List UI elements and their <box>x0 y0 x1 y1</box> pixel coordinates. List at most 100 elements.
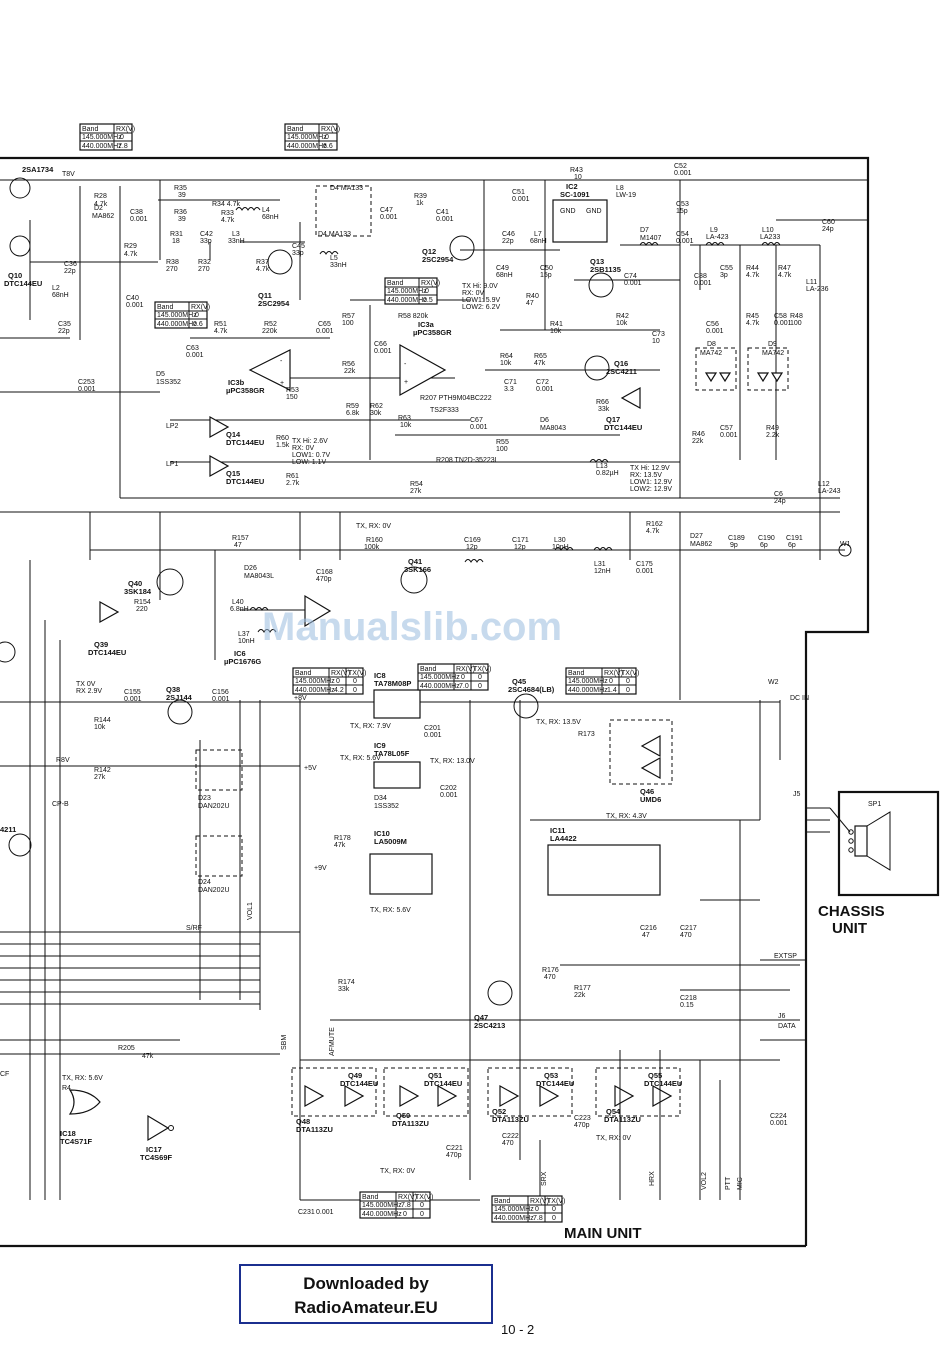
svg-text:3.3: 3.3 <box>504 386 514 393</box>
svg-text:RX(V): RX(V) <box>321 126 340 133</box>
ic8-part: TA78M08P <box>374 679 411 688</box>
svg-text:C67: C67 <box>470 417 483 424</box>
svg-text:Band: Band <box>568 670 584 677</box>
svg-text:DTA113ZU: DTA113ZU <box>604 1115 641 1124</box>
ic3a-opamp: - + IC3a µPC358GR <box>399 320 452 397</box>
ic18-part: TC4S71F <box>60 1137 93 1146</box>
svg-text:AFMUTE: AFMUTE <box>329 1027 336 1056</box>
svg-text:145.000MHz: 145.000MHz <box>295 678 335 685</box>
svg-text:D7: D7 <box>640 227 649 234</box>
svg-text:R176: R176 <box>542 967 559 974</box>
svg-text:7.8: 7.8 <box>118 143 128 150</box>
svg-text:R35: R35 <box>174 185 187 192</box>
svg-text:C42: C42 <box>200 231 213 238</box>
svg-text:R41: R41 <box>550 321 563 328</box>
svg-text:0.15: 0.15 <box>680 1002 694 1009</box>
svg-text:10k: 10k <box>550 328 562 335</box>
svg-text:7.8: 7.8 <box>533 1215 543 1222</box>
svg-text:2.2k: 2.2k <box>766 432 780 439</box>
svg-text:47k: 47k <box>334 842 346 849</box>
ic11-label: IC11 <box>550 826 565 835</box>
svg-text:4.7k: 4.7k <box>778 272 792 279</box>
svg-text:L31: L31 <box>594 561 606 568</box>
svg-text:Band: Band <box>157 304 173 311</box>
svg-text:1.5k: 1.5k <box>276 442 290 449</box>
svg-text:D27: D27 <box>690 533 703 540</box>
svg-text:2.7k: 2.7k <box>286 480 300 487</box>
svg-text:Q39: Q39 <box>94 640 108 649</box>
svg-text:C171: C171 <box>512 537 529 544</box>
svg-text:Q51: Q51 <box>428 1071 442 1080</box>
svg-text:R64: R64 <box>500 353 513 360</box>
svg-text:0: 0 <box>420 1211 424 1218</box>
svg-text:Q52: Q52 <box>492 1107 506 1116</box>
svg-text:0.001: 0.001 <box>676 238 694 245</box>
svg-text:100: 100 <box>342 320 354 327</box>
svg-text:R29: R29 <box>124 243 137 250</box>
svg-text:R142: R142 <box>94 767 111 774</box>
svg-text:Q10: Q10 <box>8 271 22 280</box>
svg-text:Q48: Q48 <box>296 1117 310 1126</box>
ic9-part: TA78L05F <box>374 749 410 758</box>
svg-text:J5: J5 <box>793 791 801 798</box>
svg-text:Q50: Q50 <box>396 1111 410 1120</box>
svg-text:220k: 220k <box>262 328 278 335</box>
svg-text:RX(V): RX(V) <box>530 1198 549 1205</box>
svg-text:DTC144EU: DTC144EU <box>226 477 264 486</box>
svg-text:47: 47 <box>642 932 650 939</box>
ic3a-part: µPC358GR <box>413 328 452 337</box>
svg-text:TX Hi: 2.6V: TX Hi: 2.6V <box>292 438 328 445</box>
svg-text:R43: R43 <box>570 167 583 174</box>
svg-text:D8: D8 <box>707 341 716 348</box>
svg-text:0: 0 <box>325 134 329 141</box>
svg-text:270: 270 <box>166 266 178 273</box>
svg-text:TX, RX: 5.6V: TX, RX: 5.6V <box>340 755 381 762</box>
svg-text:R34 4.7k: R34 4.7k <box>212 201 241 208</box>
svg-text:L40: L40 <box>232 599 244 606</box>
svg-text:R208 TN2D-35223L: R208 TN2D-35223L <box>436 457 499 464</box>
svg-text:-: - <box>280 358 283 365</box>
svg-text:C169: C169 <box>464 537 481 544</box>
svg-text:100: 100 <box>790 320 802 327</box>
svg-text:Band: Band <box>387 280 403 287</box>
svg-text:440.000MHz: 440.000MHz <box>494 1215 534 1222</box>
svg-text:LOW1: 5.9V: LOW1: 5.9V <box>462 297 500 304</box>
svg-text:10nH: 10nH <box>238 638 255 645</box>
svg-text:0: 0 <box>195 312 199 319</box>
svg-text:DTC144EU: DTC144EU <box>536 1079 574 1088</box>
svg-text:+: + <box>280 380 284 387</box>
svg-text:68nH: 68nH <box>530 238 547 245</box>
svg-text:C202: C202 <box>440 785 457 792</box>
svg-text:R4: R4 <box>62 1085 71 1092</box>
svg-text:0: 0 <box>461 674 465 681</box>
chassis-unit-label-line2: UNIT <box>832 920 867 937</box>
svg-text:L30: L30 <box>554 537 566 544</box>
svg-text:220: 220 <box>136 606 148 613</box>
svg-text:L7: L7 <box>534 231 542 238</box>
q46-umd6 <box>640 734 661 780</box>
svg-text:0.001: 0.001 <box>186 352 204 359</box>
svg-text:L12: L12 <box>818 481 830 488</box>
svg-text:0: 0 <box>609 678 613 685</box>
svg-text:47: 47 <box>234 542 242 549</box>
svg-text:CP-B: CP-B <box>52 801 69 808</box>
svg-text:C88: C88 <box>694 273 707 280</box>
svg-text:C45: C45 <box>292 243 305 250</box>
svg-text:R39: R39 <box>414 193 427 200</box>
svg-text:145.000MHz: 145.000MHz <box>82 134 122 141</box>
svg-text:0.001: 0.001 <box>706 328 724 335</box>
ic9-block <box>373 761 421 789</box>
svg-text:0.5: 0.5 <box>423 297 433 304</box>
svg-text:22k: 22k <box>574 992 586 999</box>
svg-text:DTC144EU: DTC144EU <box>226 438 264 447</box>
svg-text:R66: R66 <box>596 399 609 406</box>
page-number: 10 - 2 <box>501 1322 535 1337</box>
chassis-unit-label-line1: CHASSIS <box>818 903 885 920</box>
svg-text:1k: 1k <box>416 200 424 207</box>
svg-text:C201: C201 <box>424 725 441 732</box>
svg-text:12p: 12p <box>466 544 478 551</box>
svg-text:RX: 0V: RX: 0V <box>292 445 315 452</box>
svg-text:0.001: 0.001 <box>424 732 442 739</box>
svg-text:R65: R65 <box>534 353 547 360</box>
